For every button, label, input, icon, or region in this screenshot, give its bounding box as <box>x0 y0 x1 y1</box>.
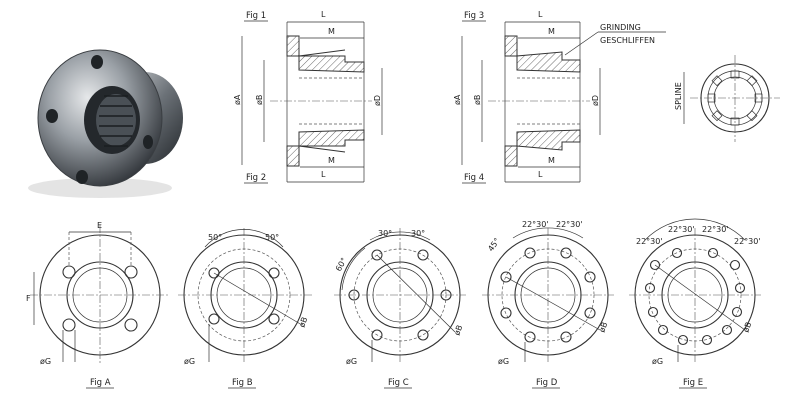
dim-M-bottom: M <box>328 156 335 165</box>
fig2-caption: Fig 2 <box>246 173 266 183</box>
dim-diaG-C: øG <box>346 357 357 366</box>
dim-diaG-B: øG <box>184 357 195 366</box>
figE-caption: Fig E <box>683 378 703 388</box>
spline-view: SPLINE <box>674 55 780 142</box>
fig3-caption: Fig 3 <box>464 11 484 21</box>
dim-diaB-fig3: øB <box>473 95 482 105</box>
dim-diaB-fig1: øB <box>255 95 264 105</box>
angle-30-right-C: 30° <box>411 229 425 238</box>
dim-M-fig4: M <box>548 156 555 165</box>
figA-caption: Fig A <box>90 378 111 388</box>
angle-45-D: 45° <box>486 236 502 253</box>
dim-E: E <box>97 221 102 230</box>
dim-diaD-fig3: øD <box>591 95 600 106</box>
fig4-caption: Fig 4 <box>464 173 484 183</box>
angle-30-left-C: 30° <box>378 229 392 238</box>
fig3-4-section: Fig 3 Fig 4 L L M M øA øB øD GRINDING GE… <box>453 10 666 184</box>
dim-diaBolt-D: øB <box>597 321 609 334</box>
fig-C-bolt-pattern: øB 30° 30° 60° øG Fig C <box>334 228 466 389</box>
angle-50-left-B: 50° <box>208 233 222 242</box>
figD-caption: Fig D <box>536 378 558 388</box>
dim-diaG-E: øG <box>652 357 663 366</box>
dim-M-top: M <box>328 27 335 36</box>
dim-L-top: L <box>321 10 326 19</box>
dim-diaBolt-C: øB <box>452 324 464 337</box>
angle-2230-1-E: 22°30' <box>636 237 663 246</box>
fig1-caption: Fig 1 <box>246 11 266 21</box>
dim-diaD-fig1: øD <box>373 95 382 106</box>
spline-label: SPLINE <box>674 82 683 110</box>
angle-50-right-B: 50° <box>265 233 279 242</box>
angle-2230-left-D: 22°30' <box>522 220 549 229</box>
angle-2230-3-E: 22°30' <box>702 225 729 234</box>
dim-diaA-fig3: øA <box>453 94 462 105</box>
dim-M-fig3: M <box>548 27 555 36</box>
dim-L-bottom: L <box>321 170 326 179</box>
angle-2230-4-E: 22°30' <box>734 237 761 246</box>
figC-caption: Fig C <box>388 378 409 388</box>
grinding-label: GRINDING <box>600 23 641 32</box>
angle-2230-right-D: 22°30' <box>556 220 583 229</box>
dim-diaG-D: øG <box>498 357 509 366</box>
dim-L-fig4: L <box>538 170 543 179</box>
dim-diaBolt-E: øB <box>741 321 753 334</box>
dim-diaG-A: øG <box>40 357 51 366</box>
dim-F: F <box>26 294 31 303</box>
fig-A-bolt-pattern: E F øG Fig A <box>26 221 170 389</box>
fig1-2-section: Fig 1 Fig 2 L L M M øA øB øD <box>233 10 383 184</box>
fig-E-bolt-pattern: øB 22°30' 22°30' 22°30' 22°30' øG Fig E <box>629 218 761 389</box>
geschliffen-label: GESCHLIFFEN <box>600 36 655 45</box>
fig-B-bolt-pattern: øB 50° 50° øG Fig B <box>178 228 312 389</box>
angle-2230-2-E: 22°30' <box>668 225 695 234</box>
dim-diaBolt-B: øB <box>297 316 309 329</box>
figB-caption: Fig B <box>232 378 253 388</box>
fig-D-bolt-pattern: øB 22°30' 22°30' 45° øG Fig D <box>482 220 614 389</box>
dim-L-fig3: L <box>538 10 543 19</box>
dim-diaA-fig1: øA <box>233 94 242 105</box>
flange-photo <box>28 49 183 198</box>
